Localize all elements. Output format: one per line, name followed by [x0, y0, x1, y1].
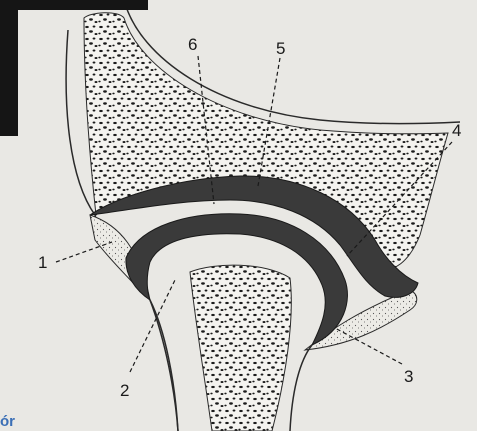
callout-label-2: 2	[120, 381, 129, 400]
corner-overlay-text: ór	[0, 412, 15, 431]
corner-block-left	[0, 0, 18, 136]
callout-label-6: 6	[188, 35, 197, 54]
callout-label-4: 4	[452, 121, 461, 140]
corner-block-top	[0, 0, 148, 10]
callout-label-1: 1	[38, 253, 47, 272]
callout-label-5: 5	[276, 39, 285, 58]
callout-label-3: 3	[404, 367, 413, 386]
